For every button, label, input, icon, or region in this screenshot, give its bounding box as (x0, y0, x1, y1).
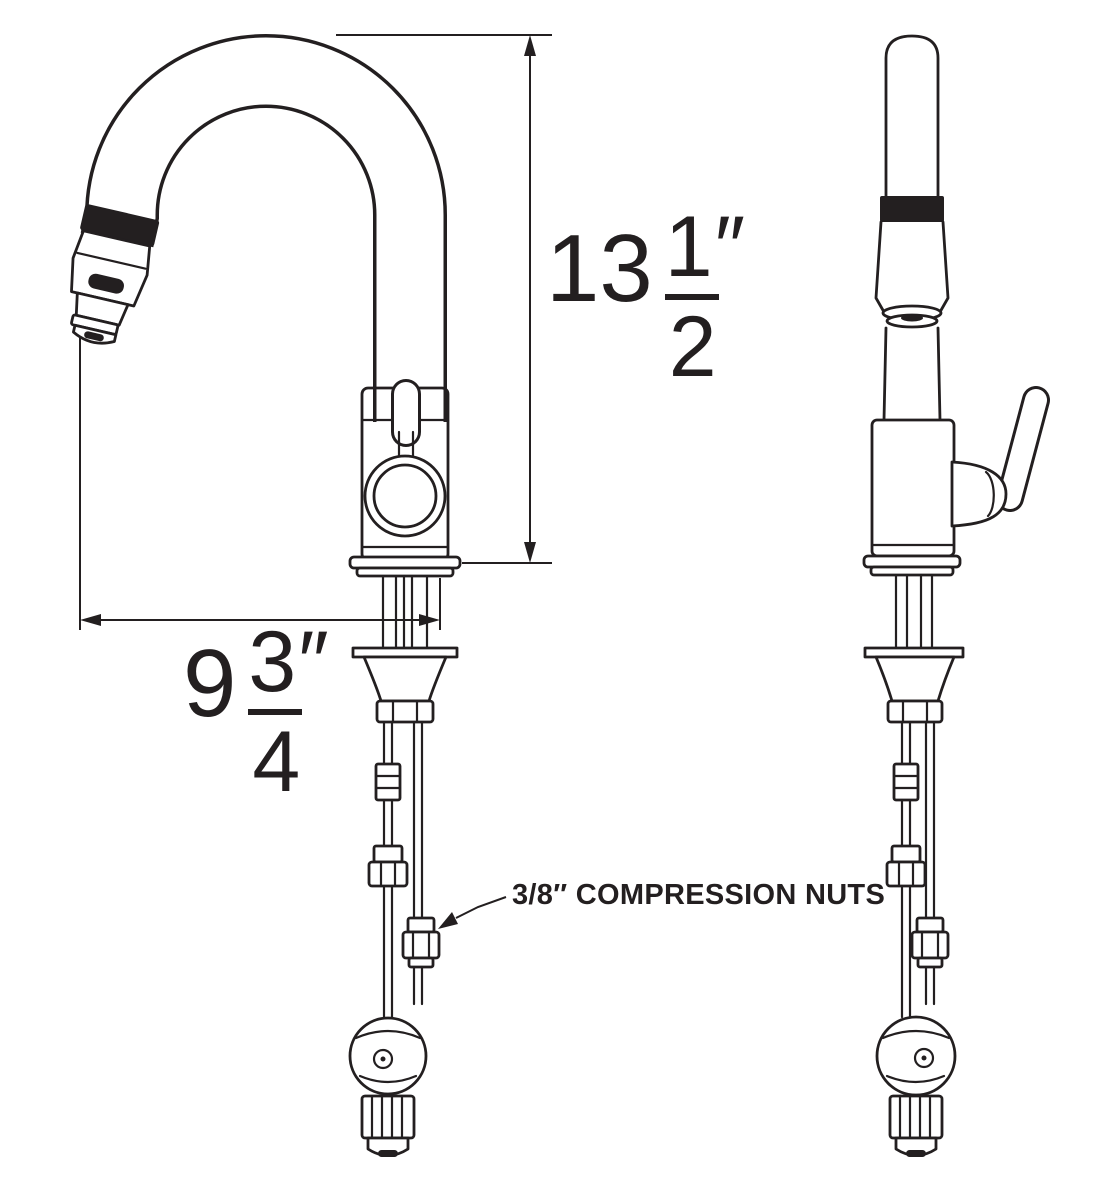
arrowhead-down (524, 542, 536, 563)
deck-plate-side (862, 554, 962, 577)
inch-mark: ″ (714, 199, 746, 295)
mounting-hardware-front (351, 574, 459, 724)
spray-head (70, 204, 160, 345)
front-view-drawing (70, 34, 462, 1157)
inch-mark: ″ (298, 614, 329, 710)
hose-fitting (374, 762, 402, 802)
handle-lever-side (996, 386, 1050, 512)
height-numerator-row: 1″ (664, 199, 746, 295)
hose-weight (348, 1016, 428, 1096)
handle-hub-ring (372, 463, 438, 529)
arrowhead-right (419, 614, 440, 626)
arrowhead-up (524, 35, 536, 56)
fraction-bar (248, 709, 303, 716)
height-whole-number: 13 (546, 215, 653, 323)
hose-weight-side (875, 1015, 957, 1097)
reach-fraction: 3″ 4 (248, 614, 329, 811)
spout-column-side (874, 34, 950, 422)
compression-nut-front (401, 916, 441, 969)
reach-dimension-label: 9 3″ 4 (183, 614, 329, 811)
handle-lever-front (391, 379, 421, 459)
handle-hub-side (950, 460, 1008, 528)
arrowhead-left (80, 614, 101, 626)
fraction-bar (664, 294, 719, 301)
handle-hub-cap (363, 454, 447, 538)
reach-numerator: 3 (248, 614, 297, 710)
reach-whole-number: 9 (183, 630, 237, 738)
side-view-drawing (862, 34, 1050, 1157)
height-denominator: 2 (668, 299, 717, 396)
faucet-body-side (870, 386, 1050, 558)
height-fraction: 1″ 2 (664, 199, 746, 396)
reach-denominator: 4 (252, 714, 301, 811)
supply-hoses-front (348, 720, 441, 1157)
compression-nuts-annotation: 3/8″ COMPRESSION NUTS (512, 879, 886, 911)
hose-hex-nut (367, 860, 409, 888)
mounting-bracket (362, 655, 448, 703)
spray-head-collar-side (880, 196, 944, 222)
leader-arrowhead (438, 912, 458, 929)
spray-toggle-button (88, 273, 124, 294)
hose-end-connector-side (888, 1094, 944, 1157)
compression-nuts-leader-arrow (438, 896, 507, 929)
height-dimension-label: 13 1″ 2 (546, 199, 746, 396)
gooseneck-spout (80, 34, 447, 422)
deck-plate-front (348, 555, 462, 578)
supply-hoses-side (875, 720, 957, 1157)
mounting-hardware-side (863, 573, 965, 724)
reach-dimension-line (79, 336, 441, 630)
height-dimension-line (336, 34, 552, 564)
hose-end-connector (360, 1094, 416, 1157)
mounting-nut (375, 699, 435, 724)
reach-numerator-row: 3″ (248, 614, 329, 710)
compression-nut-side (910, 916, 950, 969)
aerator-slot (84, 331, 104, 342)
height-numerator: 1 (664, 199, 713, 295)
